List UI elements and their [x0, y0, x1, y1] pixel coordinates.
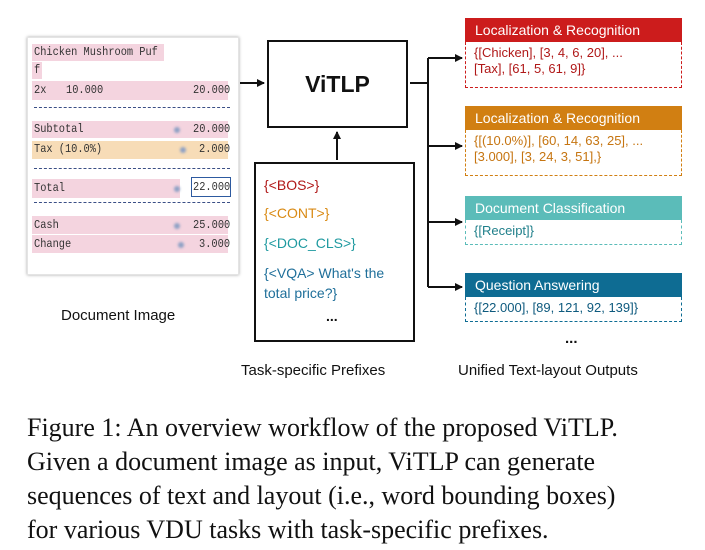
receipt-cash-value: 25.000 — [192, 218, 230, 232]
receipt-total-label: Total — [34, 181, 65, 195]
output-1-body: {[Chicken], [3, 4, 6, 20], ... [Tax], [6… — [465, 42, 682, 88]
receipt-dot — [174, 223, 180, 229]
highlight-total — [32, 179, 180, 198]
total-bounding-box — [191, 177, 231, 197]
output-2-title: Localization & Recognition — [475, 110, 640, 126]
highlight-subtotal — [32, 121, 228, 138]
receipt-tax-value: 2.000 — [199, 142, 230, 156]
output-1-line1: {[Chicken], [3, 4, 6, 20], ... — [474, 45, 623, 60]
receipt-tax-label: Tax (10.0%) — [34, 142, 103, 156]
receipt-item-name: Chicken Mushroom Puf — [34, 45, 158, 59]
output-3-header: Document Classification — [465, 196, 682, 220]
figure-caption-line2: Given a document image as input, ViTLP c… — [27, 447, 596, 476]
highlight-qty-line — [32, 81, 228, 100]
output-1-line2: [Tax], [61, 5, 61, 9]} — [474, 61, 586, 76]
model-label: ViTLP — [305, 70, 370, 97]
output-1-header: Localization & Recognition — [465, 18, 682, 42]
receipt-dot — [174, 186, 180, 192]
receipt-divider — [34, 168, 230, 169]
figure-caption-line1: Figure 1: An overview workflow of the pr… — [27, 413, 618, 442]
output-3-body: {[Receipt]} — [465, 220, 682, 245]
output-4-body: {[22.000], [89, 121, 92, 139]} — [465, 297, 682, 322]
receipt-unit-price: 10.000 — [66, 83, 104, 97]
output-3-title: Document Classification — [475, 200, 626, 216]
prefix-vqa-line2: total price?} — [264, 285, 338, 301]
prefix-cont: {<CONT>} — [264, 205, 330, 221]
outputs-ellipsis: ... — [565, 330, 578, 347]
receipt-line-total: 20.000 — [192, 83, 230, 97]
task-prefix-box: {<BOS>} {<CONT>} {<DOC_CLS>} {<VQA> What… — [254, 162, 415, 342]
figure-caption-line3: sequences of text and layout (i.e., word… — [27, 481, 616, 510]
receipt-qty: 2x — [34, 83, 47, 97]
vitlp-model-box: ViTLP — [267, 40, 408, 128]
prefix-doc-cls: {<DOC_CLS>} — [264, 235, 356, 251]
receipt-subtotal-value: 20.000 — [192, 122, 230, 136]
receipt-dot — [174, 127, 180, 133]
receipt-change-label: Change — [34, 237, 72, 251]
output-3-line1: {[Receipt]} — [474, 223, 534, 238]
output-4-line1: {[22.000], [89, 121, 92, 139]} — [474, 300, 639, 315]
output-4-title: Question Answering — [475, 277, 600, 293]
document-image-label: Document Image — [61, 307, 176, 324]
highlight-cash — [32, 216, 228, 234]
output-1-title: Localization & Recognition — [475, 22, 640, 38]
output-2-header: Localization & Recognition — [465, 106, 682, 130]
receipt-total-value: 22.000 — [192, 180, 230, 194]
receipt-item-name-cont: f — [34, 63, 41, 77]
output-2-line2: [3.000], [3, 24, 3, 51],} — [474, 149, 602, 164]
outputs-caption: Unified Text-layout Outputs — [458, 362, 638, 379]
document-image: Chicken Mushroom Puf f 2x 10.000 20.000 … — [27, 37, 239, 275]
highlight-chicken — [32, 44, 164, 61]
receipt-subtotal-label: Subtotal — [34, 122, 84, 136]
output-4-header: Question Answering — [465, 273, 682, 297]
highlight-f — [32, 62, 42, 79]
prefix-ellipsis: ... — [326, 308, 338, 324]
output-2-line1: {[(10.0%)], [60, 14, 63, 25], ... — [474, 133, 644, 148]
figure-caption-line4: for various VDU tasks with task-specific… — [27, 515, 549, 544]
highlight-tax — [32, 141, 228, 159]
receipt-dot — [180, 147, 186, 153]
prefix-vqa-line1: {<VQA> What's the — [264, 265, 385, 281]
highlight-change — [32, 235, 228, 253]
receipt-dot — [178, 242, 184, 248]
receipt-divider — [34, 202, 230, 203]
receipt-change-value: 3.000 — [199, 237, 230, 251]
receipt-cash-label: Cash — [34, 218, 59, 232]
output-2-body: {[(10.0%)], [60, 14, 63, 25], ... [3.000… — [465, 130, 682, 176]
prefix-bos: {<BOS>} — [264, 177, 320, 193]
receipt-divider — [34, 107, 230, 108]
prefix-caption: Task-specific Prefixes — [241, 362, 386, 379]
